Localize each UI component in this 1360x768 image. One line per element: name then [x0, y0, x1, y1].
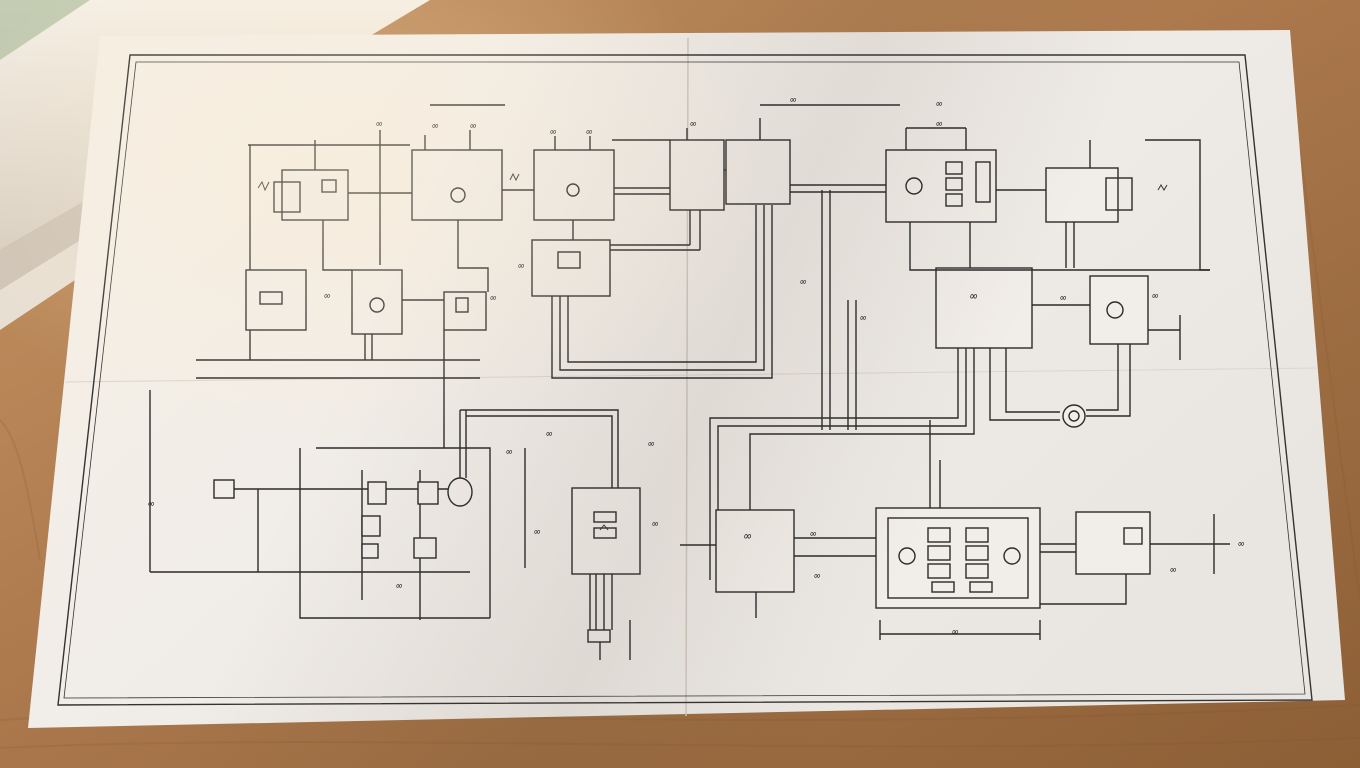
- component-box: [321, 179, 337, 193]
- component-box: [245, 269, 307, 331]
- component-symbol: [369, 297, 385, 313]
- component-symbol: [450, 187, 466, 203]
- component-symbol: [1106, 301, 1124, 319]
- component-box: [557, 251, 581, 269]
- component-box: [885, 149, 997, 223]
- component-box: [593, 511, 617, 523]
- component-box: [935, 267, 1033, 349]
- component-box: [1089, 275, 1149, 345]
- component-box: [1105, 177, 1133, 211]
- component-box: [587, 629, 611, 643]
- component-box: [725, 139, 791, 205]
- component-box: [213, 479, 235, 499]
- component-box: [1123, 527, 1143, 545]
- component-box: [887, 517, 1029, 599]
- component-box: [1075, 511, 1151, 575]
- component-box: [927, 545, 951, 561]
- component-box: [945, 177, 963, 191]
- component-box: [593, 527, 617, 539]
- component-box: [965, 545, 989, 561]
- component-symbol: [1003, 547, 1021, 565]
- component-symbol: [566, 183, 580, 197]
- paper-fold-h: [64, 367, 1319, 383]
- component-box: [273, 181, 301, 213]
- schematic: [149, 104, 1230, 660]
- component-box: [455, 297, 469, 313]
- component-box: [945, 161, 963, 175]
- component-box: [259, 291, 283, 305]
- annotation-scribbles: [257, 172, 1168, 531]
- component-box: [965, 527, 989, 543]
- drawing-border: [57, 54, 1313, 706]
- component-symbol: [1068, 410, 1080, 422]
- component-box: [571, 487, 641, 575]
- component-box: [413, 537, 437, 559]
- component-box: [715, 509, 795, 593]
- component-box: [927, 563, 951, 579]
- component-box: [975, 161, 991, 203]
- component-box: [367, 481, 387, 505]
- component-box: [533, 149, 615, 221]
- component-box: [417, 481, 439, 505]
- component-symbol: [447, 477, 473, 507]
- component-box: [875, 507, 1041, 609]
- component-symbol: [1062, 404, 1086, 428]
- component-box: [669, 139, 725, 211]
- component-box: [361, 543, 379, 559]
- component-symbol: [905, 177, 923, 195]
- component-box: [945, 193, 963, 207]
- component-box: [1045, 167, 1119, 223]
- component-box: [931, 581, 955, 593]
- component-box: [361, 515, 381, 537]
- component-box: [411, 149, 503, 221]
- component-box: [969, 581, 993, 593]
- component-box: [351, 269, 403, 335]
- drawing-border-inner: [63, 61, 1306, 699]
- component-box: [927, 527, 951, 543]
- component-symbol: [898, 547, 916, 565]
- component-box: [965, 563, 989, 579]
